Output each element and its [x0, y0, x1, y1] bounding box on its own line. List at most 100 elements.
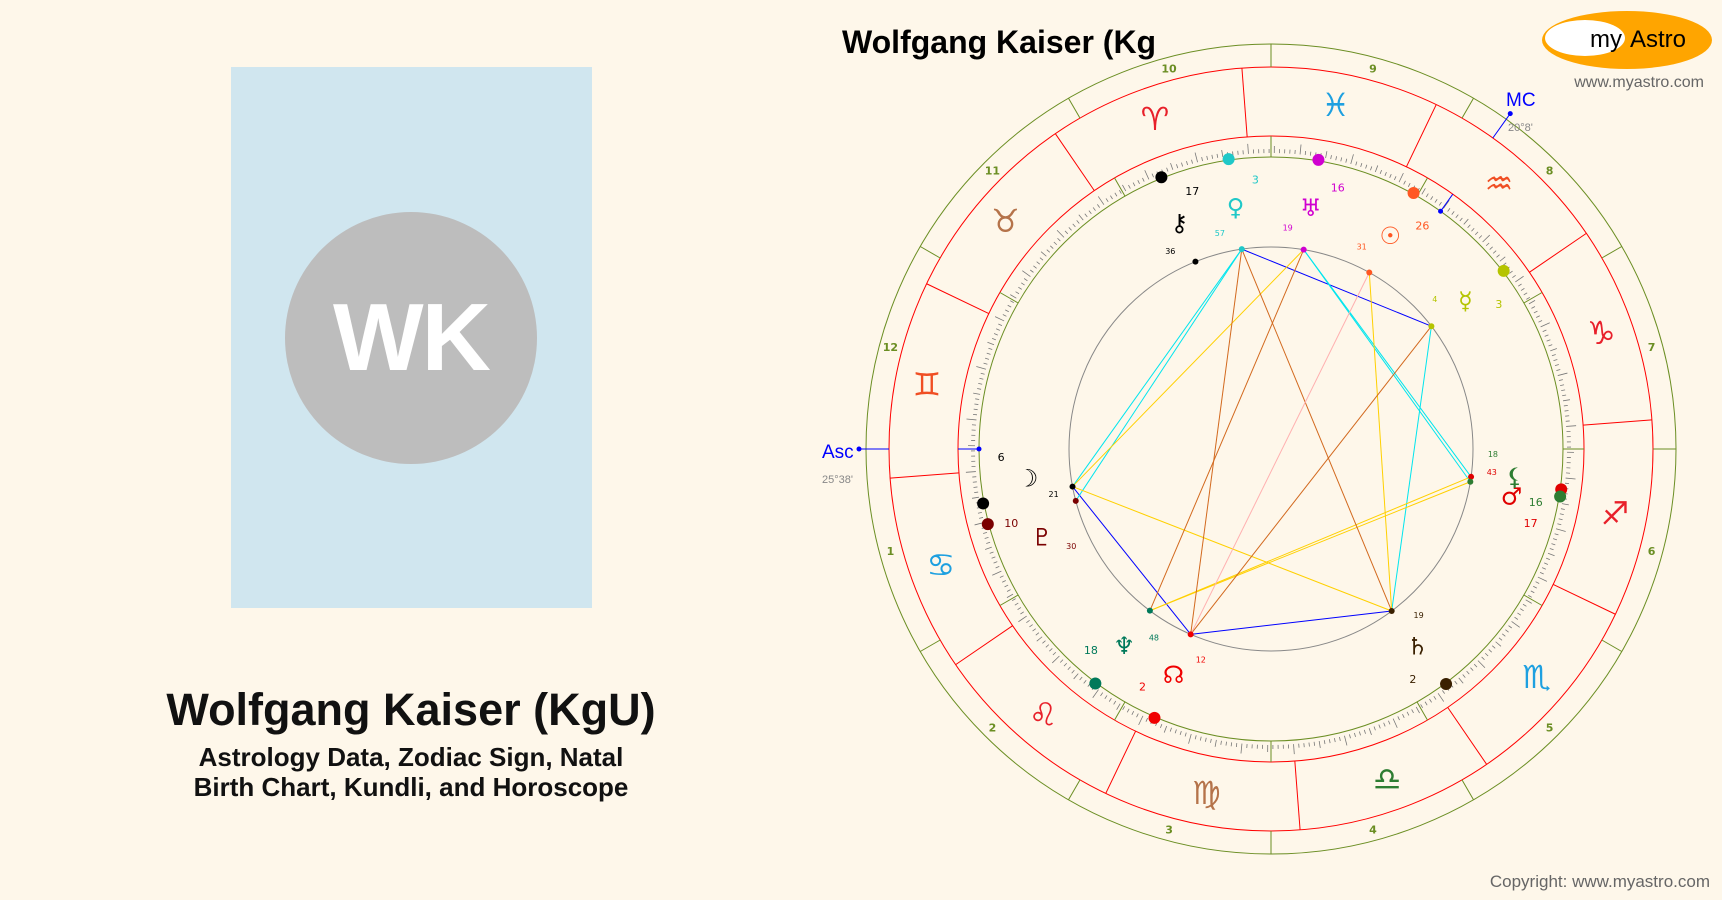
degree-tick: [1470, 667, 1474, 671]
degree-tick: [1515, 275, 1524, 283]
page-title: Wolfgang Kaiser (KgU): [166, 684, 656, 735]
zodiac-outer-ring: [888, 66, 1654, 832]
degree-tick: [1046, 249, 1051, 253]
degree-tick: [1017, 607, 1022, 610]
degree-tick: [1563, 404, 1568, 407]
degree-tick: [1059, 659, 1064, 663]
degree-tick: [1520, 608, 1524, 612]
degree-tick: [1137, 180, 1140, 184]
degree-tick: [1491, 645, 1496, 649]
venus-minutes: 57: [1215, 229, 1225, 238]
planet-lilith-icon: ⚸︎: [1506, 463, 1524, 491]
degree-tick: [993, 561, 998, 564]
house-cusp-inner-line: [1114, 177, 1126, 197]
pluto-minutes: 30: [1066, 542, 1076, 551]
degree-tick: [1360, 162, 1363, 168]
degree-tick: [1181, 162, 1184, 167]
sign-virgo-icon: ♍︎: [1192, 774, 1221, 812]
degree-tick: [1358, 731, 1361, 736]
degree-tick: [1525, 599, 1532, 604]
sign-capricorn-icon: ♑︎: [1587, 314, 1616, 352]
degree-tick: [1097, 196, 1105, 205]
degree-tick: [1533, 310, 1538, 314]
degree-tick: [1383, 722, 1386, 727]
degree-tick: [1501, 633, 1506, 637]
mercury-aspect-point: [1428, 323, 1435, 330]
degree-tick: [1471, 228, 1475, 232]
degree-tick: [1392, 718, 1398, 728]
myastro-logo[interactable]: my Astro: [1542, 11, 1712, 69]
sign-pisces-icon: ♓︎: [1321, 86, 1350, 124]
mars-degree: 17: [1524, 517, 1538, 530]
degree-tick: [1184, 732, 1187, 737]
sign-boundary-line: [1529, 232, 1587, 273]
subtitle-line-2: Birth Chart, Kundli, and Horoscope: [193, 772, 629, 802]
degree-tick: [1174, 729, 1177, 734]
degree-tick: [1345, 158, 1348, 163]
degree-tick: [1555, 528, 1566, 532]
degree-tick: [978, 382, 983, 385]
degree-tick: [1151, 173, 1154, 178]
degree-tick: [1340, 157, 1343, 162]
degree-tick: [1388, 720, 1391, 725]
chiron-aspect-point: [1192, 258, 1199, 265]
degree-tick: [1463, 218, 1469, 225]
uranus-marker: [1312, 153, 1325, 166]
degree-tick: [1040, 251, 1047, 257]
degree-tick: [1420, 704, 1424, 709]
house-number: 6: [1648, 545, 1656, 558]
mc-inner-marker: [1438, 208, 1444, 214]
degree-tick: [1498, 637, 1503, 641]
house-number: 2: [989, 722, 997, 735]
degree-tick: [1499, 256, 1506, 262]
degree-tick: [1549, 548, 1554, 551]
degree-tick: [1015, 291, 1020, 295]
degree-tick: [1398, 172, 1404, 183]
sign-boundary-line: [1241, 68, 1248, 137]
degree-tick: [1247, 143, 1249, 154]
degree-tick: [1007, 304, 1012, 308]
degree-tick: [1548, 344, 1553, 347]
lilith-marker: [1554, 490, 1567, 503]
degree-tick: [1374, 165, 1379, 173]
degree-tick: [1368, 728, 1372, 735]
house-number: 3: [1165, 824, 1173, 837]
degree-tick: [1092, 689, 1099, 698]
degree-tick: [1373, 726, 1376, 731]
saturn-minutes: 19: [1414, 611, 1424, 620]
neptune-minutes: 48: [1149, 634, 1159, 643]
degree-tick: [1533, 585, 1537, 589]
degree-tick: [1505, 629, 1509, 633]
degree-tick: [1528, 595, 1532, 598]
sign-boundary-line: [1105, 730, 1137, 794]
avatar: WK: [285, 212, 537, 464]
degree-tick: [1299, 144, 1302, 155]
sun-minutes: 31: [1357, 242, 1367, 251]
degree-tick: [1050, 245, 1054, 249]
aspect-line-uranus-lilith: [1303, 249, 1471, 483]
copyright[interactable]: Copyright: www.myastro.com: [1489, 872, 1710, 891]
degree-tick: [1064, 230, 1069, 235]
degree-tick: [1073, 673, 1079, 680]
sign-aquarius-icon: ♒︎: [1485, 164, 1514, 202]
degree-tick: [1474, 231, 1479, 236]
degree-tick: [1488, 649, 1492, 653]
mercury-marker: [1497, 264, 1510, 277]
degree-tick: [1176, 164, 1179, 169]
degree-tick: [1365, 164, 1368, 169]
north-node-aspect-point: [1187, 631, 1194, 638]
degree-tick: [1072, 223, 1076, 228]
mc-line: [1492, 113, 1511, 139]
degree-tick: [979, 377, 984, 380]
sign-taurus-icon: ♉︎: [991, 202, 1020, 240]
house-cusp-line: [920, 246, 941, 259]
moon-minutes: 21: [1049, 490, 1059, 499]
aspect-circle: [1068, 246, 1474, 652]
degree-tick: [1128, 184, 1131, 189]
degree-tick: [1032, 628, 1036, 632]
house-number: 12: [883, 341, 898, 354]
degree-tick: [1551, 354, 1556, 357]
aspect-line-moon-north-node: [1072, 486, 1192, 635]
logo-url[interactable]: www.myastro.com: [1573, 74, 1704, 91]
